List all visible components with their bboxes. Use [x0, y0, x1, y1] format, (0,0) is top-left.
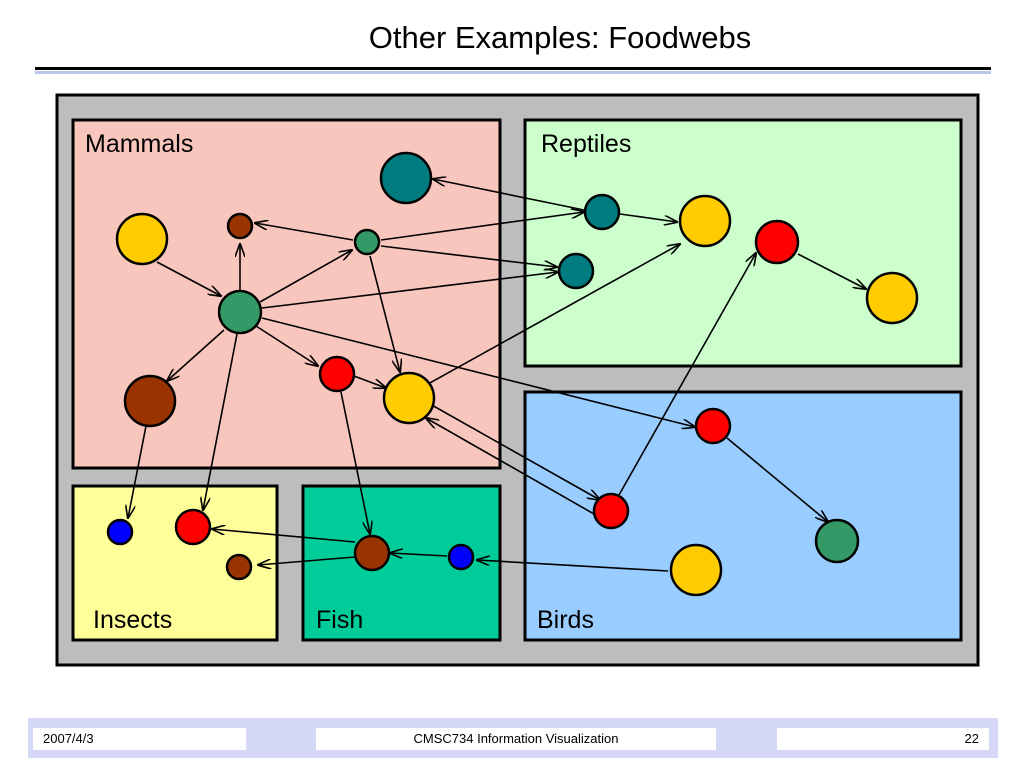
birds-box [523, 390, 963, 642]
species-node-yellow [669, 543, 723, 597]
region-reptiles: Reptiles [523, 118, 963, 368]
arrow [618, 253, 756, 496]
species-node-red [694, 407, 732, 445]
species-node-red [754, 219, 800, 265]
footer-course-title: CMSC734 Information Visualization [316, 728, 716, 750]
arrow [390, 553, 448, 556]
arrow [619, 213, 677, 222]
arrow [477, 560, 669, 572]
arrow [203, 333, 238, 510]
species-node-brown [123, 374, 177, 428]
species-node-yellow [382, 371, 436, 425]
insects-label: Insects [93, 606, 172, 634]
species-node-green [814, 518, 860, 564]
species-node-red [318, 355, 356, 393]
species-node-brown [225, 553, 253, 581]
arrow [369, 255, 400, 372]
species-node-blue [106, 518, 134, 546]
species-node-brown [226, 212, 254, 240]
species-node-yellow [865, 271, 919, 325]
fish-label: Fish [316, 606, 363, 634]
species-node-teal [557, 252, 595, 290]
species-node-yellow [678, 194, 732, 248]
arrow [128, 425, 147, 518]
reptiles-box [523, 118, 963, 368]
species-node-yellow [115, 212, 169, 266]
species-node-teal [583, 193, 621, 231]
species-node-blue [447, 543, 475, 571]
arrow [261, 317, 695, 427]
slide-title: Other Examples: Foodwebs [368, 20, 752, 55]
birds-label: Birds [537, 606, 594, 634]
arrow [259, 250, 352, 303]
arrow [380, 245, 557, 267]
arrow [726, 437, 828, 522]
footer-page-number: 22 [777, 728, 989, 750]
arrow [261, 272, 558, 309]
arrow [433, 179, 585, 211]
species-nodes [106, 151, 919, 597]
mammals-label: Mammals [85, 130, 193, 158]
arrow [167, 329, 225, 381]
arrow [340, 391, 370, 534]
arrow [255, 223, 354, 241]
species-node-green [217, 289, 263, 335]
reptiles-label: Reptiles [541, 130, 631, 158]
region-birds: Birds [523, 390, 963, 642]
arrow [353, 375, 386, 388]
species-node-red [174, 508, 212, 546]
title-divider [35, 67, 991, 70]
predation-arrows [128, 179, 866, 572]
arrow [426, 418, 595, 515]
arrow [156, 261, 221, 296]
species-node-brown [353, 534, 391, 572]
arrow [380, 212, 584, 241]
arrow [429, 403, 600, 500]
species-node-green [353, 228, 381, 256]
arrow [797, 253, 866, 289]
arrow [258, 556, 356, 565]
species-node-red [592, 492, 630, 530]
footer-date: 2007/4/3 [33, 728, 246, 750]
arrow [427, 244, 680, 385]
arrow [255, 325, 318, 366]
arrow [212, 529, 356, 543]
species-node-teal [379, 151, 433, 205]
